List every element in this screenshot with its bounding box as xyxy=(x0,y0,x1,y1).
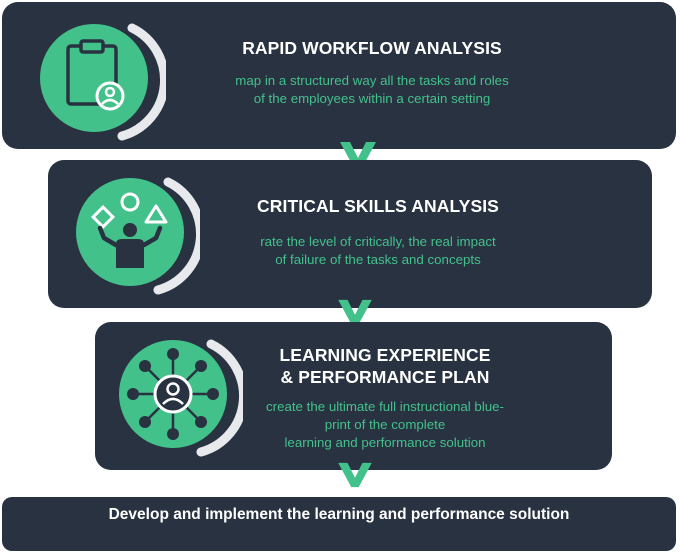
final-step-bar: Develop and implement the learning and p… xyxy=(2,497,676,551)
step-3-description-line: learning and performance solution xyxy=(284,435,486,450)
step-1-description: map in a structured way all the tasks an… xyxy=(202,72,542,108)
chevron-down-icon xyxy=(338,462,372,488)
step-3-description-line: print of the complete xyxy=(324,417,446,432)
step-3-description: create the ultimate full instructional b… xyxy=(235,398,535,452)
chevron-down-icon xyxy=(338,299,372,325)
step-3-title: LEARNING EXPERIENCE & PERFORMANCE PLAN xyxy=(235,344,535,388)
user-network-icon xyxy=(119,339,243,457)
chevron-down-icon xyxy=(340,142,376,168)
final-step-text: Develop and implement the learning and p… xyxy=(108,506,570,523)
step-1-description-line: map in a structured way all the tasks an… xyxy=(235,73,509,88)
step-2-description: rate the level of critically, the real i… xyxy=(208,233,548,269)
step-panel-critical-skills: CRITICAL SKILLS ANALYSIS rate the level … xyxy=(48,160,652,308)
step-2-description-line: of failure of the tasks and concepts xyxy=(275,252,481,267)
clipboard-user-icon xyxy=(40,23,166,141)
step-1-title: RAPID WORKFLOW ANALYSIS xyxy=(242,38,502,58)
step-2-title: CRITICAL SKILLS ANALYSIS xyxy=(257,196,499,216)
step-panel-learning-plan: LEARNING EXPERIENCE & PERFORMANCE PLAN c… xyxy=(95,322,612,470)
step-3-title-line: & PERFORMANCE PLAN xyxy=(280,367,490,387)
step-panel-workflow-analysis: RAPID WORKFLOW ANALYSIS map in a structu… xyxy=(2,2,676,149)
step-1-description-line: of the employees within a certain settin… xyxy=(253,91,491,106)
step-3-description-line: create the ultimate full instructional b… xyxy=(266,399,504,414)
step-2-description-line: rate the level of critically, the real i… xyxy=(260,234,496,249)
step-3-title-line: LEARNING EXPERIENCE xyxy=(279,345,491,365)
person-juggling-shapes-icon xyxy=(76,177,200,295)
